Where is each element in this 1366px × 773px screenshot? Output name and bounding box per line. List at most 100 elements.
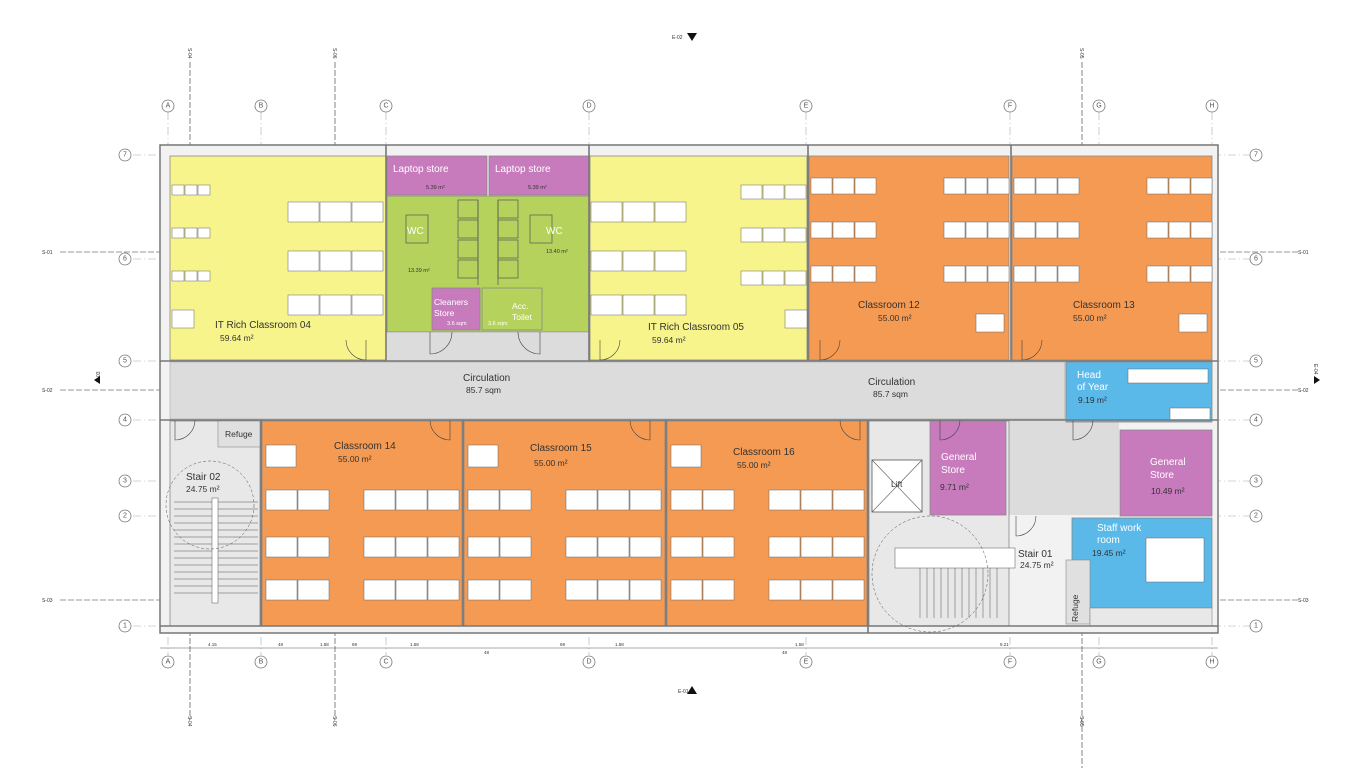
desk [854,265,877,283]
grid-bubble-circle [1249,148,1263,162]
gs1-name-2: Store [941,465,965,476]
elevation-right-arrow [1314,376,1320,384]
accessible-toilet [481,287,543,331]
grid-bubble-text: F [1008,659,1012,666]
grid-bubble-text: E [804,103,809,110]
grid-bubble-col-a-bottom: A [161,655,175,669]
grid-bubble-circle [379,99,393,113]
grid-bubble-text: G [1096,103,1101,110]
gs2-name-2: Store [1150,470,1174,481]
desk [351,294,384,316]
desk [629,536,662,558]
wc2-area: 13.40 m² [546,249,568,255]
gs1-name-1: General [941,452,977,463]
desk [1035,177,1058,195]
desk [171,270,185,282]
stair-turning-circle [871,515,989,633]
dimension-small-1: 1.58 [320,642,329,647]
desk [427,489,460,511]
refuge2-name: Refuge [1070,594,1080,622]
grid-bubble-row-5-left: 5 [118,354,132,368]
desk [800,579,833,601]
stair01-area: 24.75 m² [1020,560,1054,570]
desk [832,177,855,195]
section-s02-right: S-02 [1298,388,1309,394]
grid-bubble-circle [118,354,132,368]
grid-bubble-row-3-right: 3 [1249,474,1263,488]
desk [1168,221,1191,239]
desk [590,201,623,223]
acc-name-1: Acc. [512,301,529,311]
desk [768,536,801,558]
grid-bubble-text: H [1209,103,1214,110]
cleaners-area: 3.6 sqm [447,321,467,327]
desk [427,579,460,601]
grid-bubble-circle [118,619,132,633]
teacher-desk [171,309,195,329]
desk [965,265,988,283]
cr13-name: Classroom 13 [1073,300,1135,311]
dimension-left: 4.15 [208,642,217,647]
grid-bubble-col-h-bottom: H [1205,655,1219,669]
desk [1057,221,1080,239]
elevation-top-arrow [687,33,697,41]
grid-bubble-text: D [586,659,591,666]
desk [762,184,785,200]
grid-bubble-row-7-right: 7 [1249,148,1263,162]
grid-bubble-circle [161,655,175,669]
desk [467,489,500,511]
desk [832,265,855,283]
grid-bubble-row-4-left: 4 [118,413,132,427]
desk [987,221,1010,239]
grid-bubble-text: 5 [1254,358,1258,365]
grid-bubble-circle [254,655,268,669]
desk [702,536,735,558]
grid-bubble-circle [582,655,596,669]
desk [184,184,198,196]
laptop2-name: Laptop store [495,164,551,175]
desk [467,579,500,601]
desk [1057,177,1080,195]
section-s01-left: S-01 [42,250,53,256]
grid-bubble-circle [118,509,132,523]
grid-bubble-col-b-bottom: B [254,655,268,669]
desk [597,489,630,511]
it05-area: 59.64 m² [652,335,686,345]
grid-bubble-circle [379,655,393,669]
circ1-name: Circulation [463,373,510,384]
grid-bubble-circle [1249,474,1263,488]
grid-bubble-text: A [166,659,171,666]
wc-lobby [387,333,589,361]
desk [832,489,865,511]
grid-bubble-text: C [383,103,388,110]
it04-name: IT Rich Classroom 04 [215,320,311,331]
desk [499,536,532,558]
dimension-69-2: 69 [560,642,566,647]
desk [171,184,185,196]
desk [740,184,763,200]
desk [597,579,630,601]
cr13-area: 55.00 m² [1073,313,1107,323]
grid-bubble-text: 6 [123,256,127,263]
elevation-left-arrow [94,376,100,384]
desk [1146,221,1169,239]
desk [395,579,428,601]
desk [265,579,298,601]
grid-bubble-row-2-right: 2 [1249,509,1263,523]
desk [197,184,211,196]
grid-bubble-text: 2 [123,513,127,520]
desk [184,227,198,239]
wc2-name: WC [546,226,563,237]
grid-bubble-text: 3 [123,478,127,485]
cr16-area: 55.00 m² [737,460,771,470]
grid-bubble-circle [118,252,132,266]
cr12-name: Classroom 12 [858,300,920,311]
desk [319,294,352,316]
dimension-right: 9.21 [1000,642,1009,647]
desk [832,536,865,558]
grid-bubble-circle [254,99,268,113]
desk [800,536,833,558]
